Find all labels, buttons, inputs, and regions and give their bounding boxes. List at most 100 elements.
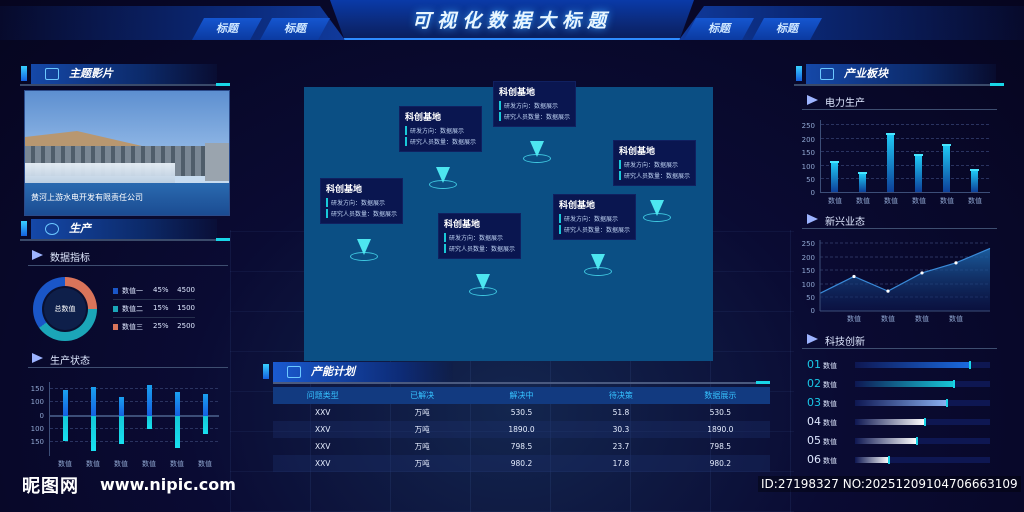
progress-track	[855, 399, 990, 407]
title-plate: 可视化数据大标题	[330, 0, 694, 40]
watermark-brand: 昵图网	[22, 476, 79, 497]
panel-title-text: 主题影片	[69, 67, 113, 80]
progress-label: 数值	[823, 400, 837, 408]
progress-label: 数值	[823, 381, 837, 389]
panel-title-video: 主题影片	[21, 64, 217, 84]
progress-label: 数值	[823, 362, 837, 370]
subtitle-emerging: 新兴业态	[807, 213, 865, 228]
flag-icon	[21, 221, 27, 236]
bar	[914, 153, 923, 192]
video-caption: 黄河上游水电开发有限责任公司	[31, 193, 143, 202]
progress-label: 数值	[823, 419, 837, 427]
legend-row: 数值二 15% 1500	[113, 304, 195, 318]
donut-center-label: 总数值	[54, 305, 76, 313]
page-title: 可视化数据大标题	[411, 10, 612, 32]
subtitle-tech: 科技创新	[807, 333, 865, 348]
rank-number: 06	[807, 453, 821, 466]
video-player[interactable]: 黄河上游水电开发有限责任公司	[24, 90, 230, 216]
location-pin-icon[interactable]	[350, 239, 378, 261]
progress-track	[855, 380, 990, 388]
panel-title-industry: 产业板块	[796, 64, 996, 84]
subtitle-power: 电力生产	[807, 94, 865, 109]
progress-cap	[887, 456, 890, 464]
bar	[886, 132, 895, 192]
panel-underline	[20, 83, 230, 86]
subtitle-line	[802, 109, 997, 110]
x-label: 数值	[828, 197, 842, 205]
subtitle-indicators: 数据指标	[32, 249, 90, 264]
x-label: 数值	[915, 315, 929, 323]
gears-icon	[45, 223, 59, 235]
watermark-url: www.nipic.com	[100, 475, 236, 494]
x-label: 数值	[912, 197, 926, 205]
grid-line	[821, 165, 989, 166]
legend-swatch	[113, 288, 118, 294]
legend-row: 数值三 25% 2500	[113, 322, 195, 336]
grid-line	[50, 401, 218, 402]
x-label: 数值	[968, 197, 982, 205]
map-card[interactable]: 科创基地研发方向：数据展示研究人员数量：数据展示	[493, 81, 577, 127]
panel-title-capacity: 产能计划	[263, 362, 453, 382]
header-tab-left-1[interactable]: 标题	[192, 18, 262, 40]
panel-underline	[20, 238, 230, 241]
bar-negative	[91, 416, 96, 452]
progress-cap	[952, 380, 955, 388]
rank-number: 04	[807, 415, 821, 428]
progress-track	[855, 437, 990, 445]
map-card[interactable]: 科创基地研发方向：数据展示研究人员数量：数据展示	[553, 194, 637, 240]
bar-positive	[203, 394, 208, 416]
header-tab-right-2[interactable]: 标题	[752, 18, 822, 40]
location-pin-icon[interactable]	[643, 200, 671, 222]
progress-fill	[855, 381, 954, 387]
flag-icon	[796, 66, 802, 81]
progress-track	[855, 456, 990, 464]
bar-negative	[63, 416, 68, 442]
bar	[858, 171, 867, 192]
video-spray	[25, 163, 175, 185]
panel-title-text: 产业板块	[844, 67, 888, 80]
x-label: 数值	[58, 460, 72, 468]
bar-negative	[119, 416, 124, 444]
video-water	[25, 183, 229, 215]
map-card[interactable]: 科创基地研发方向：数据展示研究人员数量：数据展示	[613, 140, 697, 186]
x-label: 数值	[856, 197, 870, 205]
grid-line	[821, 151, 989, 152]
map-card[interactable]: 科创基地研发方向：数据展示研究人员数量：数据展示	[320, 178, 404, 224]
panel-underline	[273, 381, 770, 384]
grid-line	[50, 441, 218, 442]
x-label: 数值	[884, 197, 898, 205]
location-pin-icon[interactable]	[469, 274, 497, 296]
x-label: 数值	[170, 460, 184, 468]
map-card[interactable]: 科创基地研发方向：数据展示研究人员数量：数据展示	[438, 213, 522, 259]
subtitle-status: 生产状态	[32, 352, 90, 367]
progress-track	[855, 361, 990, 369]
header: 标题 标题 可视化数据大标题 标题 标题	[0, 0, 1024, 44]
legend-swatch	[113, 306, 118, 312]
x-label: 数值	[198, 460, 212, 468]
header-tab-left-2[interactable]: 标题	[260, 18, 330, 40]
map-card[interactable]: 科创基地研发方向：数据展示研究人员数量：数据展示	[399, 106, 483, 152]
location-pin-icon[interactable]	[523, 141, 551, 163]
progress-cap	[945, 399, 948, 407]
x-label: 数值	[114, 460, 128, 468]
x-label: 数值	[881, 315, 895, 323]
rank-number: 02	[807, 377, 821, 390]
location-pin-icon[interactable]	[584, 254, 612, 276]
location-pin-icon[interactable]	[429, 167, 457, 189]
map-area[interactable]: 科创基地研发方向：数据展示研究人员数量：数据展示 科创基地研发方向：数据展示研究…	[304, 81, 713, 361]
header-tab-right-1[interactable]: 标题	[684, 18, 754, 40]
progress-label: 数值	[823, 438, 837, 446]
donut-chart	[33, 277, 97, 341]
legend-row: 数值一 45% 4500	[113, 286, 195, 300]
panel-title-text: 产能计划	[311, 365, 355, 378]
bar	[942, 143, 951, 192]
progress-label: 数值	[823, 457, 837, 465]
bar-positive	[147, 385, 152, 416]
x-label: 数值	[86, 460, 100, 468]
x-label: 数值	[142, 460, 156, 468]
grid-line	[821, 138, 989, 139]
